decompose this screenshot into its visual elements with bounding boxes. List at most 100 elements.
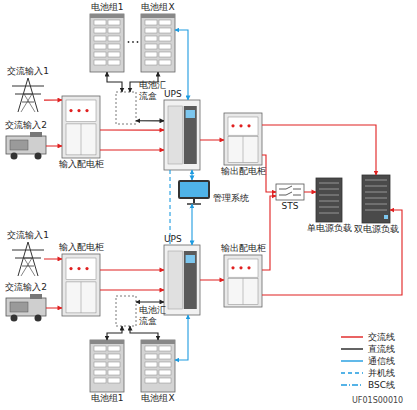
ups-icon	[164, 245, 200, 315]
connector	[100, 289, 164, 290]
ac-input-generator: 交流输入2	[6, 294, 46, 322]
cab-icon	[62, 254, 100, 316]
figure-code: UF01S00010	[352, 396, 403, 405]
ellipsis-dot	[132, 41, 134, 43]
legend-line-sample	[340, 381, 364, 389]
connector	[262, 196, 276, 270]
legend-text: 并机线	[368, 367, 395, 380]
battery-combiner-box: 电池汇流盒	[116, 92, 136, 124]
legend-text: 交流线	[368, 331, 395, 344]
single-power-load: 单电源负载	[316, 178, 342, 222]
ac-input-grid: 交流输入1	[12, 242, 44, 276]
tower-icon	[12, 78, 44, 112]
node-label: 交流输入2	[5, 282, 47, 293]
cab-icon	[62, 96, 100, 158]
connector	[304, 191, 316, 192]
connector	[175, 315, 188, 360]
node-label: 管理系统	[213, 193, 249, 204]
sts-icon	[276, 184, 304, 200]
legend-text: 直流线	[368, 343, 395, 356]
connector	[100, 129, 164, 130]
node-label: 输入配电柜	[59, 242, 104, 253]
gen-icon	[6, 294, 46, 322]
output-cabinet: 输出配电柜	[224, 255, 262, 307]
srv-icon	[316, 178, 342, 222]
legend-row: 并机线	[340, 367, 395, 379]
node-label: 电池组X	[141, 393, 174, 404]
gen-icon	[6, 132, 46, 160]
connector	[107, 72, 122, 92]
node-label: 电池汇流盒	[139, 80, 166, 102]
mon-icon	[178, 180, 210, 204]
connector	[136, 301, 164, 302]
battery-icon	[141, 14, 175, 72]
legend-row: BSC线	[340, 379, 395, 391]
node-label: 输出配电柜	[221, 166, 266, 177]
cab-icon	[224, 255, 262, 307]
connector	[262, 125, 376, 175]
legend-text: BSC线	[368, 379, 395, 392]
dbox-icon	[116, 296, 136, 326]
battery-group: 电池组X	[141, 340, 175, 392]
node-label: 双电源负载	[354, 224, 399, 235]
node-label: 电池组1	[91, 393, 124, 404]
input-cabinet: 输入配电柜	[62, 96, 100, 158]
connector	[44, 99, 62, 100]
dual-power-load: 双电源负载	[362, 175, 390, 223]
tower-icon	[12, 242, 44, 276]
legend-row: 交流线	[340, 331, 395, 343]
connector	[130, 326, 158, 340]
connector	[100, 149, 164, 150]
legend-line-sample	[340, 369, 364, 377]
legend: 交流线直流线通信线并机线BSC线	[340, 331, 395, 391]
ac-input-generator: 交流输入2	[6, 132, 46, 160]
connector	[200, 139, 224, 140]
connector	[44, 258, 62, 259]
legend-row: 直流线	[340, 343, 395, 355]
node-label: 电池组1	[91, 2, 124, 13]
battery-icon	[141, 340, 175, 392]
connector	[46, 307, 62, 308]
legend-line-sample	[340, 357, 364, 365]
node-label: UPS	[164, 234, 182, 245]
connector	[169, 170, 170, 245]
node-label: 输入配电柜	[59, 159, 104, 170]
node-label: 交流输入1	[7, 230, 49, 241]
connector	[191, 204, 192, 245]
legend-line-sample	[340, 333, 364, 341]
connector	[191, 170, 192, 180]
ac-input-grid: 交流输入1	[12, 78, 44, 112]
ups-cabinet: UPS	[164, 245, 200, 315]
node-label: 交流输入1	[7, 66, 49, 77]
node-label: 电池汇流盒	[139, 305, 166, 327]
management-system: 管理系统	[178, 180, 210, 204]
connector	[107, 326, 122, 340]
node-label: 电池组X	[141, 2, 174, 13]
node-label: 交流输入2	[5, 120, 47, 131]
input-cabinet: 输入配电柜	[62, 254, 100, 316]
connector	[136, 120, 164, 121]
battery-group: 电池组1	[90, 14, 124, 72]
node-label: STS	[282, 201, 299, 212]
sts-switch: STS	[276, 184, 304, 200]
dbox-icon	[116, 92, 136, 124]
ellipsis-dot	[128, 41, 130, 43]
battery-combiner-box: 电池汇流盒	[116, 296, 136, 326]
battery-icon	[90, 14, 124, 72]
legend-text: 通信线	[368, 355, 395, 368]
ups-icon	[164, 100, 200, 170]
legend-row: 通信线	[340, 355, 395, 367]
node-label: 单电源负载	[307, 223, 352, 234]
connector	[262, 210, 402, 295]
connector	[100, 269, 164, 270]
output-cabinet: 输出配电柜	[224, 113, 262, 165]
battery-icon	[90, 340, 124, 392]
connector	[200, 279, 224, 280]
battery-group: 电池组1	[90, 340, 124, 392]
node-label: 输出配电柜	[221, 243, 266, 254]
ups-cabinet: UPS	[164, 100, 200, 170]
srv2-icon	[362, 175, 390, 223]
ellipsis-dot	[137, 41, 139, 43]
node-label: UPS	[164, 89, 182, 100]
cab-icon	[224, 113, 262, 165]
